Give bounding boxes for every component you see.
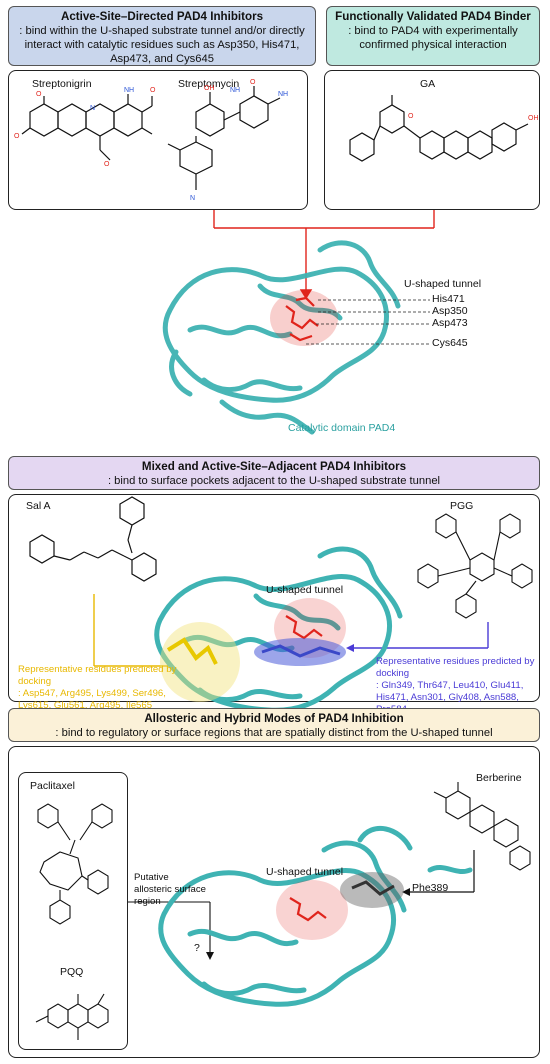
svg-text:O: O bbox=[250, 79, 256, 86]
tunnel-label-1: U-shaped tunnel bbox=[404, 278, 482, 290]
paclitaxel-structure bbox=[37, 803, 113, 925]
streptonigrin-structure bbox=[21, 94, 153, 161]
svg-text:N: N bbox=[90, 105, 95, 112]
header-title: Functionally Validated PAD4 Binder bbox=[335, 10, 531, 23]
catalytic-domain-protein bbox=[162, 240, 401, 435]
protein-structure-3 bbox=[158, 826, 473, 1007]
berberine-structure bbox=[433, 782, 531, 871]
compound-pgg-label: PGG bbox=[450, 500, 474, 512]
yellow-residues-list: : Asp547, Arg495, Lys499, Ser496, Lys615… bbox=[18, 688, 166, 711]
active-site-inhibitors-header: Active-Site–Directed PAD4 Inhibitors : b… bbox=[8, 6, 316, 66]
svg-text:N: N bbox=[190, 195, 195, 202]
active-site-pocket-3 bbox=[276, 880, 348, 940]
grey-binding-site bbox=[340, 872, 404, 908]
header-desc: : bind to regulatory or surface regions … bbox=[55, 727, 493, 739]
header-title: Allosteric and Hybrid Modes of PAD4 Inhi… bbox=[144, 712, 404, 725]
compound-paclitaxel-label: Paclitaxel bbox=[30, 780, 75, 792]
ga-compound-panel bbox=[324, 70, 540, 210]
yellow-residues-title: Representative residues predicted by doc… bbox=[18, 664, 177, 687]
validated-binder-header: Functionally Validated PAD4 Binder : bin… bbox=[326, 6, 540, 66]
allosteric-inhibitors-header: Allosteric and Hybrid Modes of PAD4 Inhi… bbox=[8, 708, 540, 742]
active-site-compounds-panel bbox=[8, 70, 308, 210]
svg-text:OH: OH bbox=[528, 115, 539, 122]
paclitaxel-pqq-subpanel bbox=[18, 772, 128, 1050]
header-title: Mixed and Active-Site–Adjacent PAD4 Inhi… bbox=[141, 460, 407, 473]
allosteric-region-label: Putative allosteric surface region bbox=[134, 872, 206, 907]
tunnel-label-2: U-shaped tunnel bbox=[266, 584, 344, 596]
svg-text:NH: NH bbox=[124, 87, 134, 94]
pgg-structure bbox=[417, 513, 533, 619]
compound-sal-a-label: Sal A bbox=[26, 500, 51, 512]
compound-streptonigrin-label: Streptonigrin bbox=[32, 78, 92, 90]
svg-text:OH: OH bbox=[204, 85, 215, 92]
blue-residues-title: Representative residues predicted by doc… bbox=[376, 656, 535, 679]
yellow-residues-block: Representative residues predicted by doc… bbox=[18, 664, 188, 712]
sal-a-structure bbox=[29, 496, 157, 582]
header-desc: : bind to surface pockets adjacent to th… bbox=[107, 475, 441, 487]
svg-text:O: O bbox=[408, 113, 414, 120]
ga-structure bbox=[349, 95, 529, 162]
header-desc: : bind to PAD4 with experimentally confi… bbox=[348, 25, 518, 51]
svg-text:O: O bbox=[36, 91, 42, 98]
compound-streptomycin-label: Streptomycin bbox=[178, 78, 240, 90]
active-site-pocket bbox=[270, 290, 338, 346]
residue-cys645-label: Cys645 bbox=[432, 337, 468, 349]
residue-his471-label: His471 bbox=[432, 293, 465, 305]
blue-binding-site bbox=[254, 638, 346, 666]
mixed-inhibitors-header: Mixed and Active-Site–Adjacent PAD4 Inhi… bbox=[8, 456, 540, 490]
active-site-residues bbox=[285, 296, 319, 342]
svg-text:O: O bbox=[14, 133, 20, 140]
compound-pqq-label: PQQ bbox=[60, 966, 84, 978]
header-desc: : bind within the U-shaped substrate tun… bbox=[19, 25, 305, 65]
pqq-structure bbox=[35, 993, 109, 1040]
svg-text:O: O bbox=[104, 161, 110, 168]
svg-text:NH: NH bbox=[230, 87, 240, 94]
compound-berberine-label: Berberine bbox=[476, 772, 522, 784]
question-mark-label: ? bbox=[194, 942, 200, 954]
streptomycin-structure bbox=[167, 86, 281, 190]
protein-structure-2 bbox=[154, 546, 403, 713]
svg-text:NH: NH bbox=[278, 91, 288, 98]
catalytic-domain-label: Catalytic domain PAD4 bbox=[288, 422, 396, 434]
tunnel-label-3: U-shaped tunnel bbox=[266, 866, 344, 878]
residue-asp350-label: Asp350 bbox=[432, 305, 468, 317]
compound-ga-label: GA bbox=[420, 78, 436, 90]
residue-phe389-label: Phe389 bbox=[412, 882, 449, 894]
residue-asp473-label: Asp473 bbox=[432, 317, 468, 329]
svg-text:O: O bbox=[150, 87, 156, 94]
header-title: Active-Site–Directed PAD4 Inhibitors bbox=[60, 10, 264, 23]
mixed-inhibitors-panel bbox=[8, 494, 540, 702]
